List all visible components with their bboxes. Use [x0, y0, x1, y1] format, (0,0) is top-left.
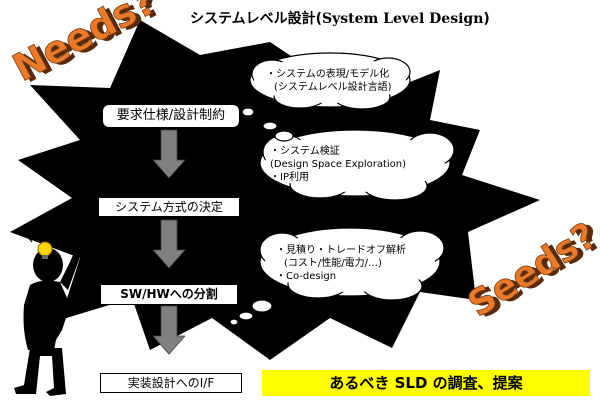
seeds-3d-text: Seeds? Seeds? [461, 215, 600, 327]
arrow-3 [152, 305, 186, 355]
lightbulb-icon [26, 230, 64, 259]
cloud-2-line-1: ・システム検証 [270, 146, 340, 157]
cloud-2-line-2: (Design Space Exploration) [270, 159, 407, 170]
flow-step-system-architecture: システム方式の決定 [98, 197, 240, 217]
person-head [33, 248, 63, 282]
arrow-2 [152, 219, 186, 269]
flow-step-implementation-if: 実装設計へのI/F [100, 373, 242, 393]
cloud-1-text: ・システムの表現/モデル化 (システムレベル設計言語) [266, 68, 392, 94]
cloud-1-line-1: ・システムの表現/モデル化 [266, 69, 390, 80]
cloud-2-shape [259, 121, 455, 201]
arrow-1 [152, 129, 186, 179]
seeds-text: Seeds? [461, 215, 600, 325]
cloud-2-line-3: ・IP利用 [270, 172, 309, 183]
page-title: システムレベル設計(System Level Design) [190, 8, 590, 28]
title-prefix: システムレベル設計( [190, 11, 322, 27]
conclusion-banner: あるべき SLD の調査、提案 [262, 370, 590, 396]
person-legs [14, 348, 66, 396]
cloud-3-text: ・見積り・トレードオフ解析 (コスト/性能/電力/…) ・Co-design [276, 244, 406, 283]
person-arm [60, 248, 82, 290]
cloud-3-line-3: ・Co-design [276, 271, 337, 282]
cloud-3-line-1: ・見積り・トレードオフ解析 [276, 245, 406, 256]
flow-step-requirements: 要求仕様/設計制約 [102, 104, 240, 128]
cloud-1-line-2: (システムレベル設計言語) [274, 82, 392, 93]
cloud-2-text: ・システム検証 (Design Space Exploration) ・IP利用 [270, 145, 406, 184]
title-latin: System Level Design [321, 11, 484, 27]
person-body [23, 280, 92, 350]
flow-arrows [152, 129, 186, 355]
cloud-3-shape [229, 227, 445, 326]
thinking-person-silhouette [14, 248, 92, 396]
flow-step-sw-hw-partition: SW/HWへの分割 [100, 284, 238, 305]
cloud-1-shape [231, 52, 411, 122]
title-suffix: ) [483, 11, 490, 27]
cloud-3-line-2: (コスト/性能/電力/…) [284, 258, 382, 269]
thought-clouds [229, 52, 455, 326]
